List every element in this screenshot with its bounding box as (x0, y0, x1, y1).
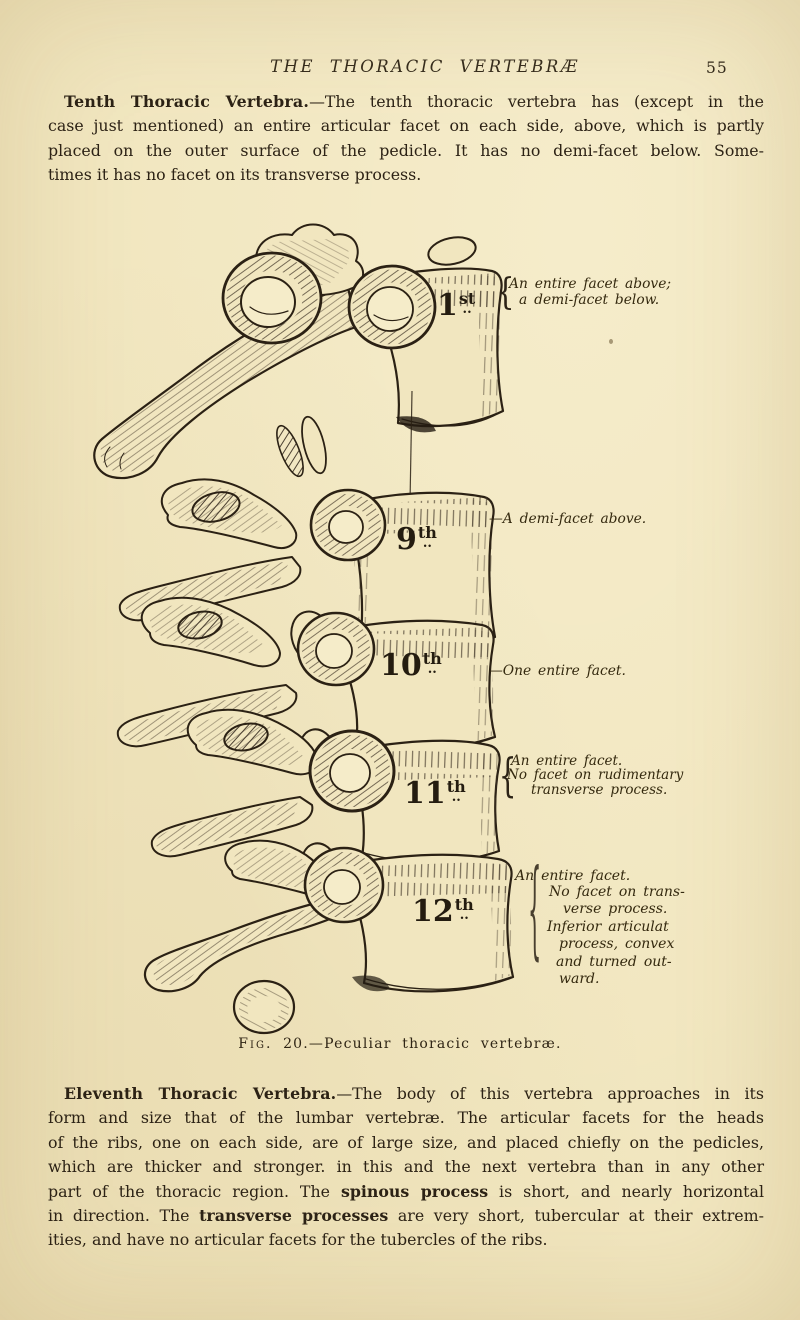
text-line: placed on the outer surface of the pedic… (48, 140, 764, 160)
figure-caption-fig: Fig. (238, 1036, 273, 1052)
label-line: verse process. (563, 901, 668, 918)
brace-glyph: { (496, 272, 515, 313)
vertebra-number-1st: 1 st.. (437, 288, 476, 323)
bold-term: spinous process (340, 1181, 489, 1201)
paragraph-eleventh-vertebra: Eleventh Thoracic Vertebra.—The body of … (48, 1082, 764, 1253)
label-line: No facet on trans- (549, 884, 685, 900)
text-line: which are thicker and stronger. in this … (48, 1157, 764, 1177)
figure-caption-text: 20.—Peculiar thoracic vertebræ. (283, 1036, 562, 1052)
brace-glyph: { (528, 846, 542, 970)
figure-20: 1 st.. 9 th.. 10 th.. 11 th.. 12 th.. { … (0, 185, 800, 1065)
text-line: times it has no facet on its transverse … (48, 165, 422, 185)
label-line: Inferior articulat (547, 918, 669, 935)
label-tenth-vertebra-facet: —One entire facet. (489, 663, 626, 679)
vertebra-1st-drawing (93, 223, 505, 480)
running-title: THE THORACIC VERTEBRÆ (270, 57, 580, 76)
label-line: An entire facet above; (509, 276, 672, 292)
vertebra-number-10th: 10 th.. (380, 648, 442, 683)
text-line: in direction. The transverse processes a… (48, 1206, 764, 1226)
paragraph-tenth-vertebra: Tenth Thoracic Vertebra.—The tenth thora… (48, 90, 764, 188)
text-line: case just mentioned) an entire articular… (48, 116, 764, 136)
vertebrae-illustration (93, 223, 515, 1035)
label-line: ward. (559, 971, 600, 988)
label-line: An entire facet. (511, 753, 623, 769)
vertebra-number-11th: 11 th.. (404, 776, 466, 811)
bold-term: transverse processes (199, 1206, 389, 1226)
label-eleventh-vertebra-facets: { An entire facet. No facet on rudimenta… (494, 748, 684, 802)
print-speck (609, 339, 613, 344)
vertebra-11th-drawing (150, 708, 501, 865)
label-twelfth-vertebra-details: { No facet on trans- verse process. Infe… (528, 846, 685, 988)
figure-connector-line (409, 390, 413, 504)
vertebra-9th-drawing (118, 415, 497, 651)
label-line: process, convex (559, 936, 675, 953)
text-line: form and size that of the lumbar vertebr… (48, 1108, 764, 1128)
text-line: part of the thoracic region. The spinous… (48, 1181, 765, 1201)
brace-glyph: { (498, 748, 517, 802)
paragraph-lead: Tenth Thoracic Vertebra. (64, 92, 310, 111)
label-line: and turned out- (556, 953, 672, 970)
label-line: No facet on rudimentary (507, 767, 684, 784)
label-twelfth-entire-facet: An entire facet. (515, 868, 631, 884)
vertebra-12th-drawing (143, 839, 515, 1035)
page-number: 55 (706, 59, 728, 77)
text-line: of the ribs, one on each side, are of la… (48, 1132, 764, 1152)
label-first-vertebra-facets: { An entire facet above; a demi-facet be… (494, 272, 672, 313)
text-line: ities, and have no articular facets for … (48, 1230, 548, 1250)
vertebra-10th-drawing (116, 596, 497, 751)
text-line: Tenth Thoracic Vertebra.—The tenth thora… (64, 92, 765, 111)
figure-caption: Fig. 20.—Peculiar thoracic vertebræ. (0, 1036, 800, 1052)
vertebra-number-12th: 12 th.. (412, 894, 474, 929)
label-line: transverse process. (531, 781, 668, 798)
text-line: Eleventh Thoracic Vertebra.—The body of … (64, 1084, 764, 1103)
paragraph-lead: Eleventh Thoracic Vertebra. (64, 1084, 337, 1103)
label-line: a demi-facet below. (519, 291, 660, 308)
vertebra-number-9th: 9 th.. (396, 522, 437, 557)
label-ninth-vertebra-facet: —A demi-facet above. (489, 511, 647, 527)
